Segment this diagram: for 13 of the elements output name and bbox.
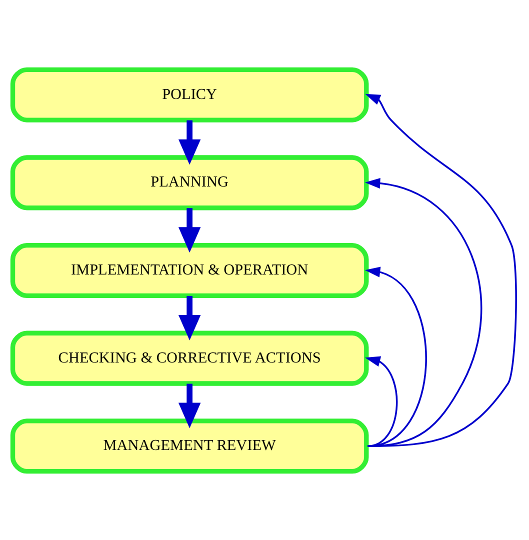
arrow — [178, 383, 201, 428]
arrow — [364, 356, 398, 446]
node-box: IMPLEMENTATION & OPERATION — [10, 242, 369, 298]
arrow — [365, 93, 517, 447]
node-box: MANAGEMENT REVIEW — [10, 418, 369, 474]
arrow — [178, 120, 201, 164]
arrow — [178, 208, 201, 252]
arrow — [364, 177, 482, 447]
node-box: CHECKING & CORRECTIVE ACTIONS — [10, 330, 369, 386]
node-box: POLICY — [10, 66, 369, 122]
node-box: PLANNING — [10, 154, 369, 210]
arrow — [364, 266, 427, 446]
arrow — [178, 295, 201, 340]
